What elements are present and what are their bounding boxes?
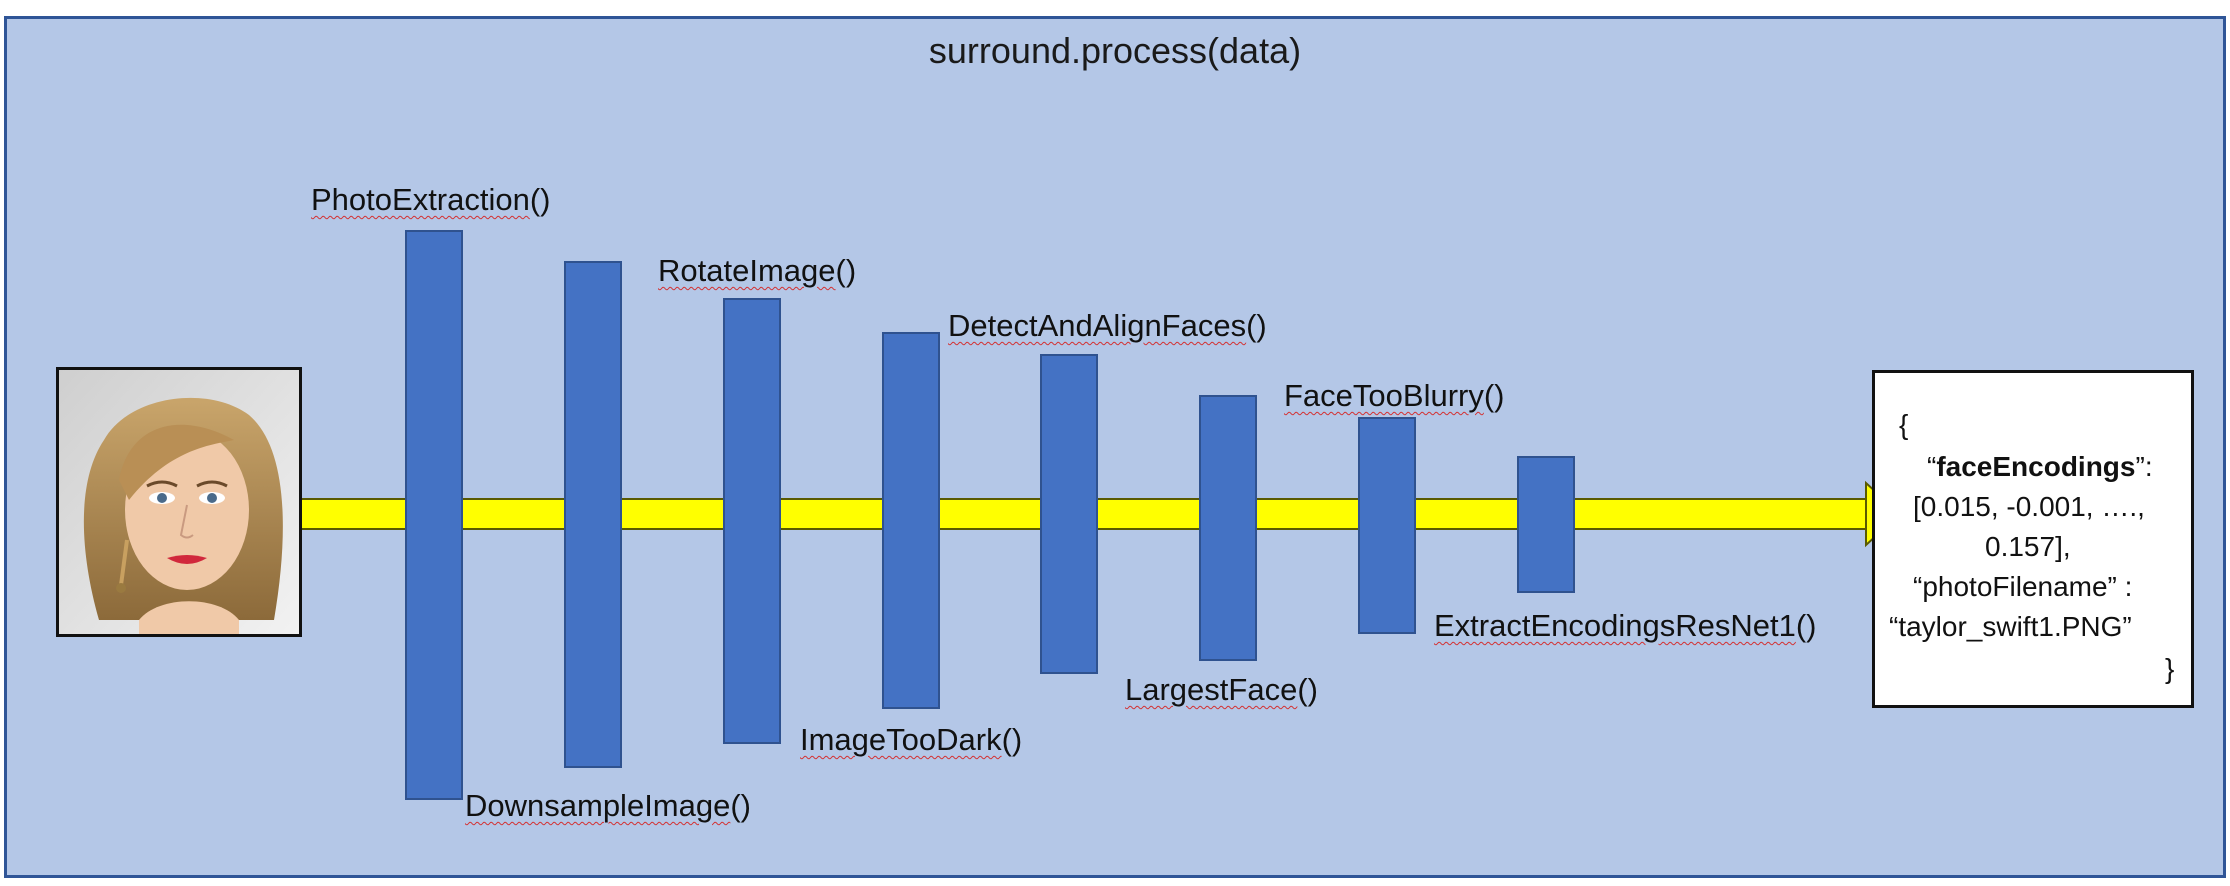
output-open-brace: { [1899, 409, 1909, 440]
output-values-line-1: [0.015, -0.001, …., [1913, 491, 2145, 522]
stage-label-extract-encodings: ExtractEncodingsResNet1() [1434, 608, 1817, 643]
output-values-line-2: 0.157], [1985, 531, 2071, 562]
face-photo-icon [59, 370, 299, 634]
stage-bar-largest-face [1199, 395, 1257, 661]
stage-label-face-too-blurry: FaceTooBlurry() [1284, 378, 1505, 413]
diagram-title: surround.process(data) [928, 30, 1302, 71]
input-photo [56, 367, 302, 637]
stage-bar-face-too-blurry [1358, 417, 1416, 634]
stage-bar-downsample-image [564, 261, 622, 768]
stage-label-image-too-dark: ImageTooDark() [800, 722, 1023, 757]
stage-bar-rotate-image [723, 298, 781, 744]
stage-bar-extract-encodings [1517, 456, 1575, 593]
output-close-brace: } [2165, 653, 2175, 684]
stage-bar-image-too-dark [882, 332, 940, 709]
output-json-box: { “faceEncodings”: [0.015, -0.001, …., 0… [1872, 370, 2194, 708]
stage-label-largest-face: LargestFace() [1125, 672, 1318, 707]
stage-label-downsample-image: DownsampleImage() [465, 788, 752, 823]
output-key-photo-filename: “photoFilename” : [1913, 571, 2133, 602]
output-value-photo-filename: “taylor_swift1.PNG” [1889, 611, 2132, 642]
stage-label-rotate-image: RotateImage() [658, 253, 857, 288]
stage-bar-detect-and-align-faces [1040, 354, 1098, 674]
stage-label-photo-extraction: PhotoExtraction() [311, 182, 551, 217]
output-key-face-encodings: “faceEncodings”: [1927, 451, 2153, 482]
diagram-frame [4, 16, 2226, 878]
stage-label-detect-and-align-faces: DetectAndAlignFaces() [948, 308, 1267, 343]
stage-bar-photo-extraction [405, 230, 463, 800]
